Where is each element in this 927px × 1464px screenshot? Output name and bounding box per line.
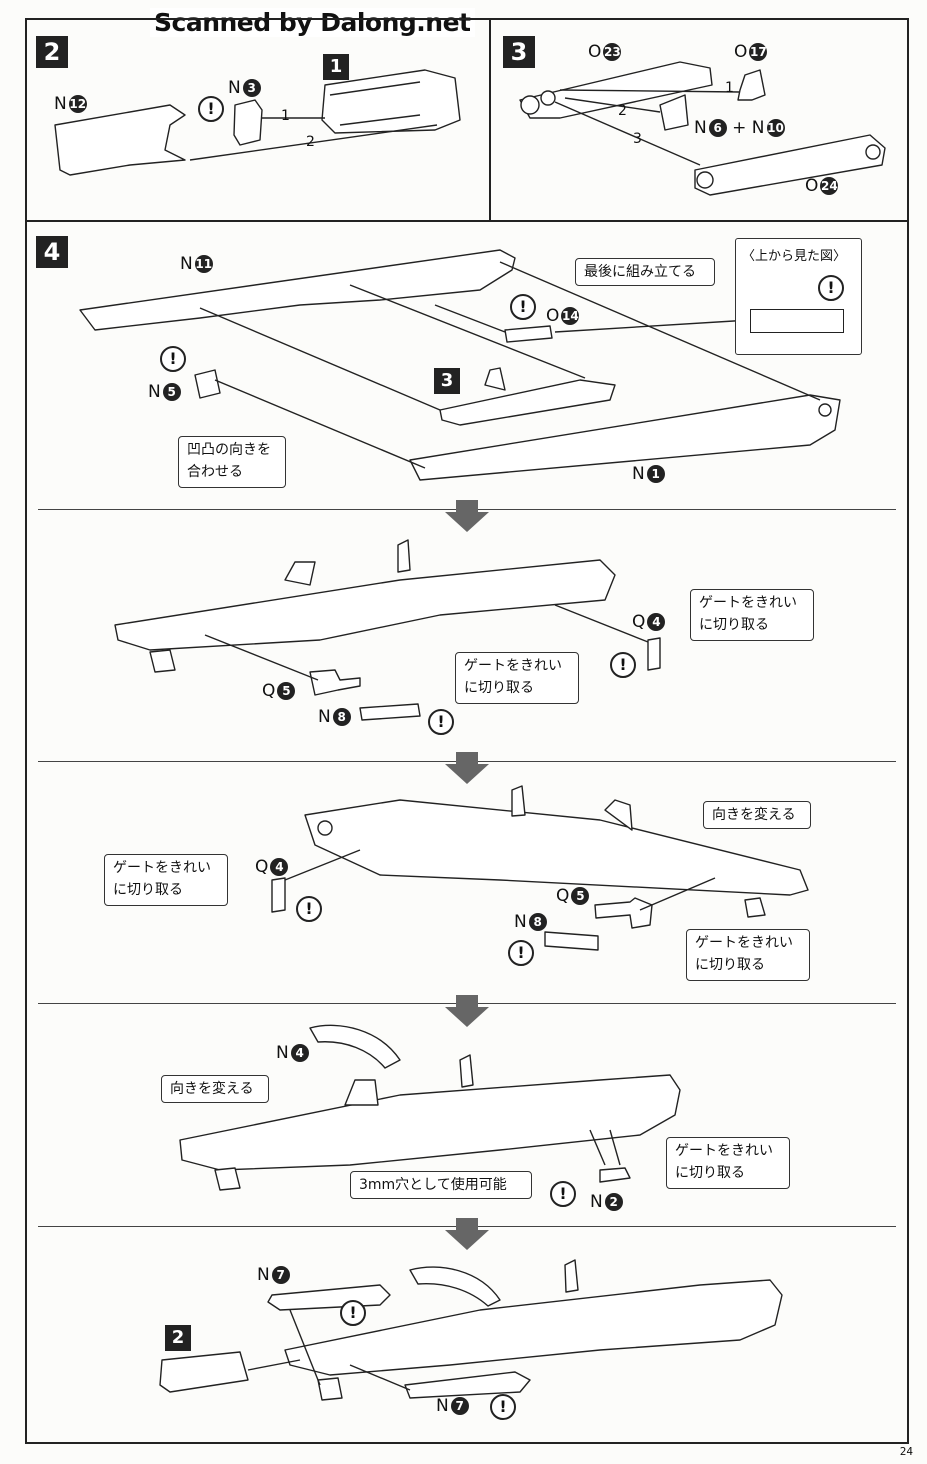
body-panel-4 [179,1074,681,1171]
part-3-assembly [439,379,616,426]
part-n12 [54,104,186,176]
watermark: Scanned by Dalong.net [150,8,475,37]
warning-icon: ! [508,940,534,966]
warning-icon: ! [818,275,844,301]
callout-change-direction: 向きを変える [161,1075,269,1103]
part-q4 [647,637,661,671]
order-2: 2 [618,103,627,119]
page-number: 24 [899,1445,913,1458]
divider-top [25,220,909,222]
sub-assembly-ref: 2 [165,1325,191,1351]
callout-assemble-last: 最後に組み立てる [575,258,715,286]
flow-arrow-icon [445,512,489,532]
top-view-inset: 〈上から見た図〉 ! [735,238,862,355]
warning-icon: ! [160,346,186,372]
warning-icon: ! [490,1394,516,1420]
page-frame [25,18,909,1444]
warning-icon: ! [428,709,454,735]
callout-cut-gate: ゲートをきれい に切り取る [686,929,810,981]
callout-cut-gate: ゲートをきれい に切り取る [104,854,228,906]
part-o17 [737,69,766,101]
order-2: 2 [306,134,315,150]
flow-arrow-icon [445,1007,489,1027]
body-panel-5 [284,1279,783,1376]
step-number-badge: 4 [36,236,68,268]
part-n8 [544,931,599,951]
body-panel-2 [114,559,616,651]
step-number-badge: 3 [503,36,535,68]
order-1: 1 [725,80,734,96]
part-o14 [504,325,553,343]
body-panel-3 [304,799,809,896]
part-1-assembly [321,69,461,134]
warning-icon: ! [296,896,322,922]
callout-cut-gate: ゲートをきれい に切り取る [666,1137,790,1189]
divider-vertical [489,18,491,221]
flow-arrow-icon [445,764,489,784]
flow-arrow-stem-4 [456,1218,478,1230]
sub-assembly-ref: 3 [434,368,460,394]
part-n4 [309,1024,401,1069]
callout-cut-gate: ゲートをきれい に切り取る [690,589,814,641]
part-n7-bottom [404,1371,531,1399]
flow-arrow-stem-2 [456,752,478,764]
top-view-title: 〈上から見た図〉 [742,249,847,264]
part-2-assembly [159,1351,249,1393]
sub-assembly-ref: 1 [323,54,349,80]
callout-change-direction: 向きを変える [703,801,811,829]
part-n7-top [267,1284,391,1311]
order-3: 3 [633,131,642,147]
part-o24 [694,134,886,196]
callout-align-notch: 凹凸の向きを 合わせる [178,436,286,488]
step-number-badge: 2 [36,36,68,68]
callout-cut-gate: ゲートをきれい に切り取る [455,652,579,704]
part-q5 [309,669,361,696]
order-1: 1 [281,108,290,124]
part-n6-n10 [659,94,689,131]
warning-icon: ! [340,1300,366,1326]
callout-3mm-hole: 3mm穴として使用可能 [350,1171,532,1199]
warning-icon: ! [550,1181,576,1207]
part-n5 [194,369,221,399]
warning-icon: ! [198,96,224,122]
flow-arrow-stem-3 [456,995,478,1007]
warning-icon: ! [610,652,636,678]
part-n11 [79,249,516,331]
flow-arrow-icon [445,1230,489,1250]
flow-arrow-stem-1 [456,500,478,512]
part-n8 [359,703,421,721]
part-o14-top-view [750,309,844,333]
part-q4 [271,877,286,913]
warning-icon: ! [510,294,536,320]
part-n3 [233,99,263,146]
part-n2 [599,1167,631,1183]
part-q5 [594,897,653,929]
